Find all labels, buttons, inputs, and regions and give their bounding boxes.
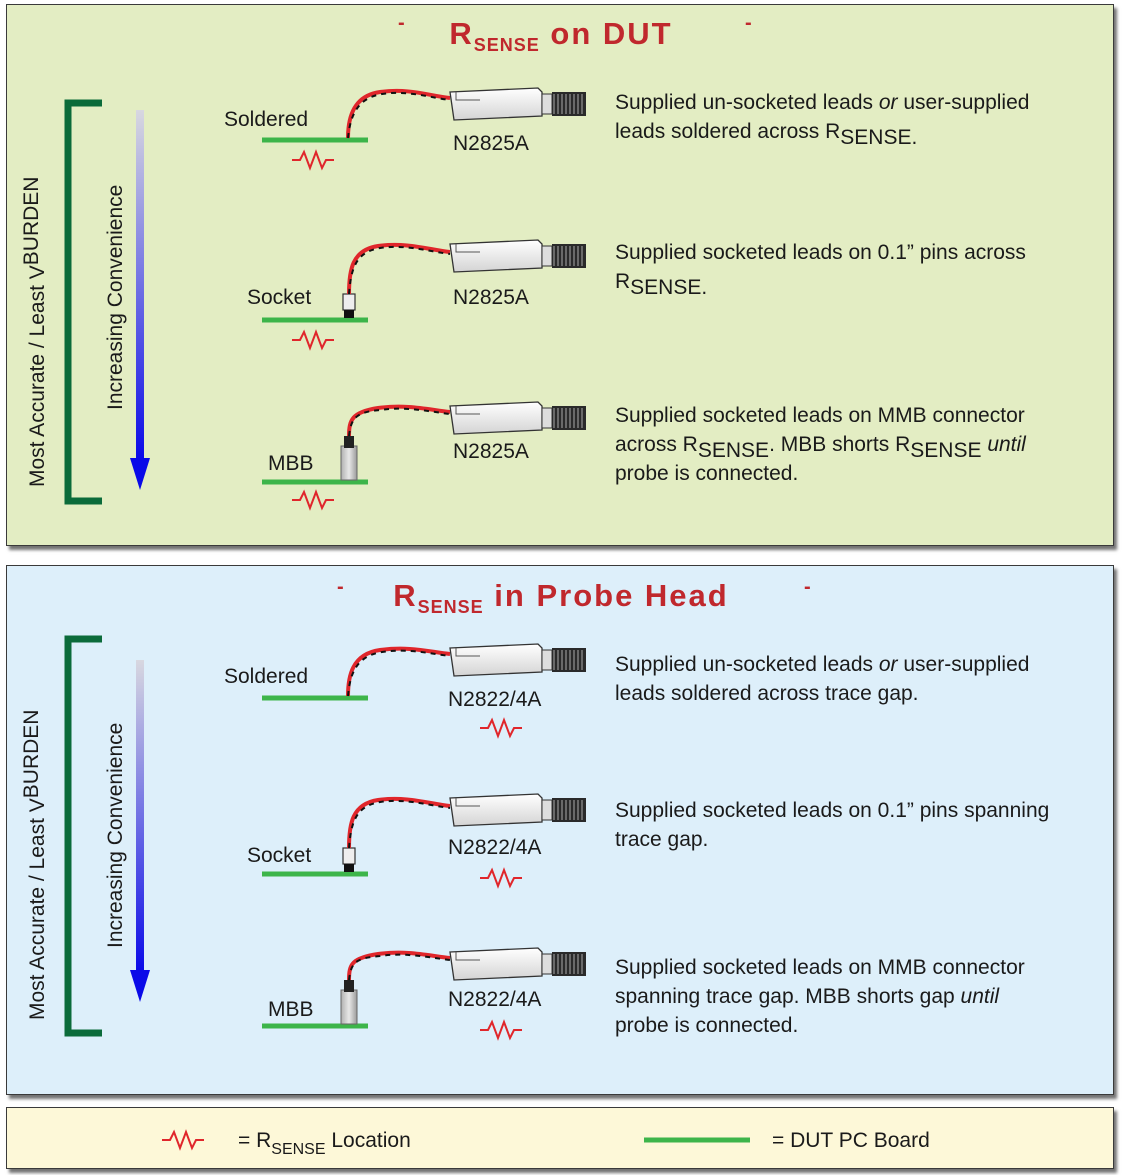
top-row2-probe: N2825A — [453, 286, 529, 309]
bottom-title-dash-right: - — [804, 576, 811, 598]
top-row3-connection: MBB — [268, 452, 314, 475]
top-convenience-label: Increasing Convenience — [104, 184, 127, 410]
bottom-soldered-setup — [262, 643, 587, 737]
top-accuracy-label: Most Accurate / Least VBURDEN — [20, 176, 49, 487]
top-row2-description: Supplied socketed leads on 0.1” pins acr… — [615, 241, 1026, 299]
top-convenience-arrow-shaft — [136, 110, 144, 460]
bottom-row3-description: Supplied socketed leads on MMB connector… — [615, 956, 1025, 1037]
bottom-row3-connection: MBB — [268, 998, 314, 1021]
top-row2-connection: Socket — [247, 286, 312, 309]
bottom-panel-title: RSENSE in Probe Head — [393, 578, 729, 617]
bottom-row2-connection: Socket — [247, 844, 312, 867]
top-row3-probe: N2825A — [453, 440, 529, 463]
bottom-row2-probe: N2822/4A — [448, 836, 542, 859]
legend-rsense-label: = RSENSE Location — [238, 1129, 411, 1158]
top-row1-probe: N2825A — [453, 132, 529, 155]
top-accuracy-bracket — [64, 99, 102, 505]
bottom-row3-probe: N2822/4A — [448, 988, 542, 1011]
bottom-row1-probe: N2822/4A — [448, 688, 542, 711]
bottom-title-dash-left: - — [337, 576, 344, 598]
top-row1-description: Supplied un-socketed leads or user-suppl… — [615, 91, 1030, 149]
bottom-accuracy-bracket — [64, 635, 102, 1037]
top-convenience-arrow-head — [130, 458, 150, 490]
top-soldered-setup — [262, 87, 587, 169]
legend-board-label: = DUT PC Board — [772, 1129, 930, 1152]
top-title-dash-right: - — [745, 12, 752, 34]
top-title-dash-left: - — [398, 12, 405, 34]
top-socket-setup — [262, 239, 587, 349]
bottom-convenience-label: Increasing Convenience — [104, 722, 127, 948]
bottom-row1-connection: Soldered — [224, 665, 309, 688]
top-panel-title: RSENSE on DUT — [449, 16, 673, 55]
bottom-row1-description: Supplied un-socketed leads or user-suppl… — [615, 653, 1030, 705]
legend-resistor-icon — [161, 1131, 205, 1149]
legend-panel — [6, 1107, 1114, 1169]
bottom-convenience-arrow-shaft — [136, 660, 144, 972]
bottom-convenience-arrow-head — [130, 970, 150, 1002]
bottom-accuracy-label: Most Accurate / Least VBURDEN — [20, 709, 49, 1020]
bottom-mbb-setup — [262, 947, 587, 1039]
bottom-row2-description: Supplied socketed leads on 0.1” pins spa… — [615, 799, 1050, 851]
top-row1-connection: Soldered — [224, 108, 309, 131]
top-mbb-setup — [262, 401, 587, 509]
bottom-socket-setup — [262, 793, 587, 887]
top-row3-description: Supplied socketed leads on MMB connector… — [615, 404, 1026, 485]
